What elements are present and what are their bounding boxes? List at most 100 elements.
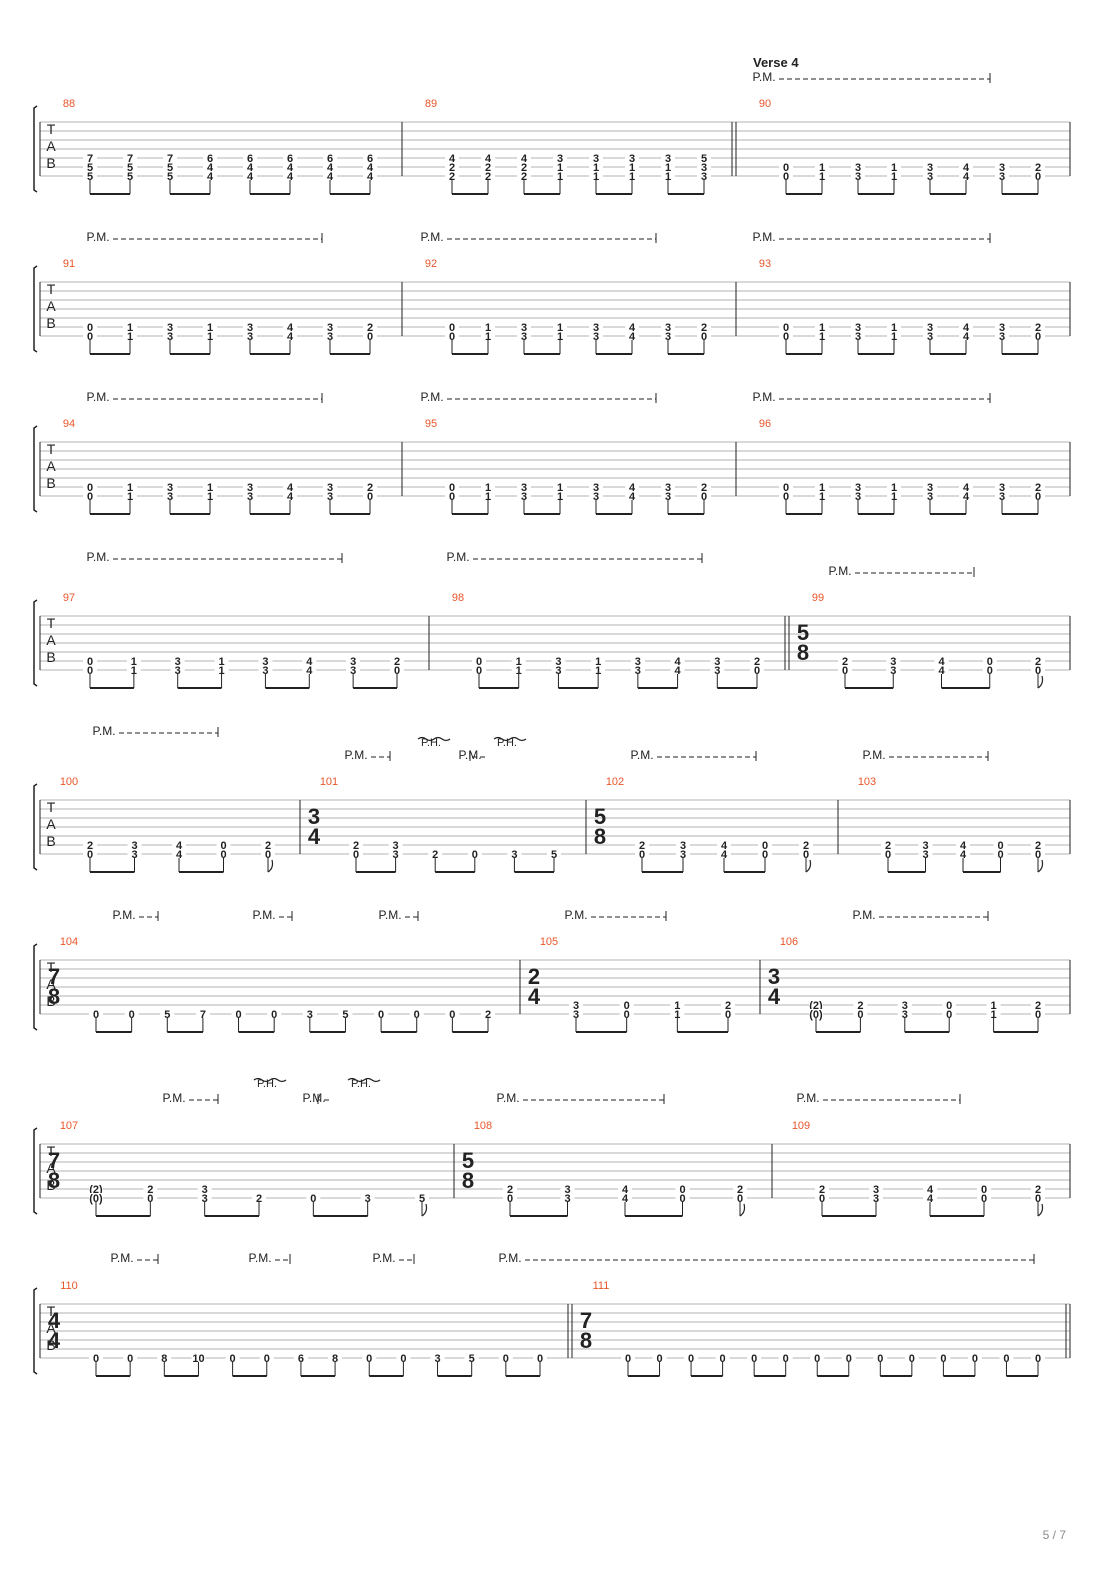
palm-mute-label: P.M. [852,908,875,922]
fret-background [589,331,603,341]
fret-number: 3 [855,331,861,343]
fret-number: 3 [557,153,563,165]
fret-background [360,1193,375,1203]
pinch-harmonic-wavy [347,1077,381,1083]
tab-note: 3 [430,1353,445,1376]
time-signature-top: 5 [462,1148,474,1173]
tab-note: 20 [390,656,404,688]
fret-number: 2 [485,162,491,174]
tab-note: 44 [283,322,297,354]
time-signature-bottom: 8 [462,1168,474,1193]
fret-background [283,331,297,341]
fret-background [283,491,297,501]
fret-background [618,1184,632,1194]
fret-number: 4 [938,665,945,677]
fret-background [652,1353,667,1363]
fret-number: 4 [721,849,728,861]
tab-note: 44 [302,656,317,688]
fret-number: 3 [629,153,635,165]
fret-background [553,162,567,172]
fret-number: 1 [991,1009,997,1021]
fret-background [918,840,933,850]
fret-number: 3 [927,322,933,334]
fret-background [851,322,865,332]
fret-background [779,482,793,492]
bar-number: 111 [593,1280,610,1292]
bar-number: 93 [759,258,771,270]
tab-note: 20 [1031,322,1045,354]
palm-mute-label: P.M. [564,908,587,922]
palm-mute-label: P.M. [752,70,775,84]
tab-note: 20 [750,656,764,688]
fret-background [214,665,229,675]
tab-clef-letter: A [46,1320,56,1336]
tab-note: 33 [886,656,901,688]
fret-number: 0 [946,1009,952,1021]
fret-number: 3 [327,482,333,494]
fret-number: 1 [131,665,137,677]
fret-background [163,491,177,501]
fret-number: 3 [167,491,173,503]
fret-number: 0 [503,1353,509,1365]
fret-background [445,482,459,492]
fret-background [83,331,97,341]
fret-background [995,491,1009,501]
fret-background [675,1184,690,1194]
tab-note: 644 [323,153,337,194]
fret-background [511,656,526,666]
time-signature-bottom: 4 [48,1328,61,1353]
fret-number: 1 [557,162,563,174]
fret-background [481,1009,495,1019]
fret-number: 0 [87,849,93,861]
fret-number: 0 [129,1009,135,1021]
fret-background [323,491,337,501]
tab-note: 44 [283,482,297,514]
fret-number: 1 [819,322,825,334]
tab-note: 44 [625,322,639,354]
fret-background [363,171,377,181]
fret-background [1031,331,1045,341]
time-signature-top: 4 [48,1308,61,1333]
tab-note: 20 [1031,482,1045,514]
fret-number: 3 [564,1184,570,1196]
fret-background [815,171,829,181]
time-signature-top: 5 [594,804,606,829]
fret-background [445,153,459,163]
fret-number: 0 [624,1009,630,1021]
fret-number: 0 [1035,1009,1041,1021]
fret-number: 2 [1035,656,1041,668]
fret-number: 7 [167,153,173,165]
fret-number: 2 [701,482,707,494]
tab-clef-letter: A [46,458,56,474]
fret-number: 0 [783,482,789,494]
tab-note: 11 [481,322,495,354]
tab-note: 33 [517,482,531,514]
tab-note: 33 [661,482,675,514]
tab-clef-letter: T [47,1143,56,1159]
fret-background [197,1184,212,1194]
fret-background [886,665,901,675]
fret-number: 2 [353,840,359,852]
tab-note: 422 [445,153,459,194]
fret-background [589,491,603,501]
fret-number: 3 [593,331,599,343]
fret-number: 3 [701,162,707,174]
fret-background [163,322,177,332]
fret-number: 1 [485,322,491,334]
fret-number: 0 [803,849,809,861]
fret-number: 3 [855,491,861,503]
tab-clef-letter: A [46,298,56,314]
tab-note: 33 [995,322,1009,354]
tab-note: 00 [942,1000,957,1032]
fret-background [83,162,97,172]
fret-number: 0 [814,1353,820,1365]
fret-background [553,482,567,492]
system-bracket [33,599,38,687]
tab-note: 644 [363,153,377,194]
fret-background [661,482,675,492]
tab-note: 0 [362,1353,377,1376]
palm-mute-label: P.M. [630,748,653,762]
tab-note: 11 [553,482,567,514]
fret-background [810,1353,825,1363]
fret-background [873,1353,888,1363]
